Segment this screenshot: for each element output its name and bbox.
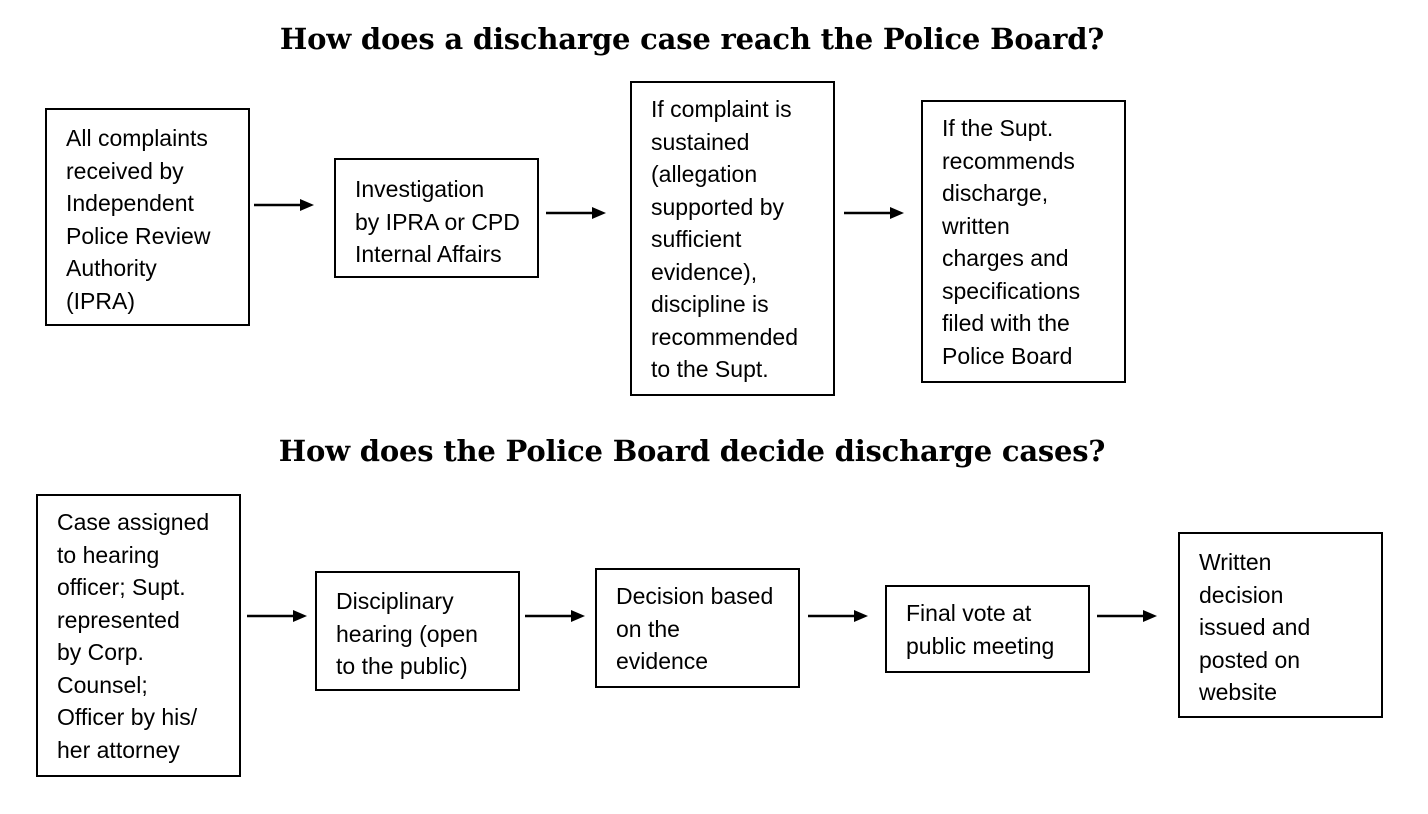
step-case-assigned: Case assigned to hearing officer; Supt. … xyxy=(36,494,241,777)
section1-title: How does a discharge case reach the Poli… xyxy=(279,22,1105,56)
step-complaints-received: All complaints received by Independent P… xyxy=(45,108,250,326)
step-final-vote: Final vote at public meeting xyxy=(885,585,1090,673)
arrow-right-icon xyxy=(525,608,585,624)
step-investigation: Investigation by IPRA or CPD Internal Af… xyxy=(334,158,539,278)
step-supt-recommends-discharge: If the Supt. recommends discharge, writt… xyxy=(921,100,1126,383)
arrow-right-icon xyxy=(1097,608,1157,624)
arrow-right-icon xyxy=(546,205,606,221)
step-written-decision: Written decision issued and posted on we… xyxy=(1178,532,1383,718)
step-disciplinary-hearing: Disciplinary hearing (open to the public… xyxy=(315,571,520,691)
step-complaint-sustained: If complaint is sustained (allegation su… xyxy=(630,81,835,396)
arrow-right-icon xyxy=(254,197,314,213)
arrow-right-icon xyxy=(808,608,868,624)
arrow-right-icon xyxy=(247,608,307,624)
section2-title: How does the Police Board decide dischar… xyxy=(278,434,1106,468)
arrow-right-icon xyxy=(844,205,904,221)
step-decision-evidence: Decision based on the evidence xyxy=(595,568,800,688)
